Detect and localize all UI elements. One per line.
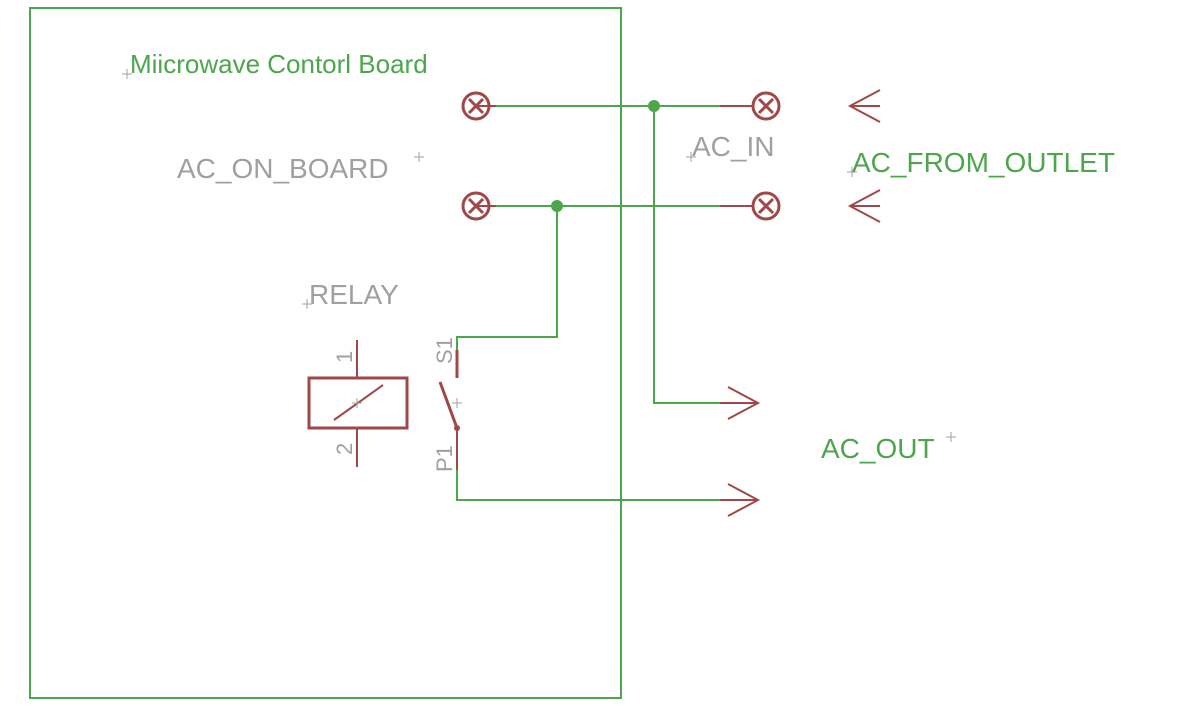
label-ac-in: AC_IN <box>692 131 774 162</box>
ac-in-connector <box>720 91 781 221</box>
label-ac-on-board: AC_ON_BOARD <box>177 153 389 184</box>
wires <box>456 105 720 501</box>
pin-label-coil-1: 1 <box>332 351 357 363</box>
label-ac-out: AC_OUT <box>821 433 935 464</box>
relay-coil <box>307 340 409 467</box>
board-outline <box>29 7 622 699</box>
wire-to-acout-upper <box>653 106 720 404</box>
relay-switch <box>438 350 462 470</box>
label-relay: RELAY <box>309 279 399 310</box>
board-title: Miicrowave Contorl Board <box>130 49 428 79</box>
wire-to-acout-lower <box>456 470 720 501</box>
junction-dot-bottom <box>551 200 563 212</box>
label-ac-out-group: AC_OUT <box>821 432 956 464</box>
label-ac-from-outlet-group: AC_FROM_OUTLET <box>847 147 1115 178</box>
label-ac-in-group: AC_IN <box>686 131 774 162</box>
ac-out-arrows <box>720 386 761 517</box>
label-ac-from-outlet: AC_FROM_OUTLET <box>852 147 1115 178</box>
wire-to-relay-s1 <box>456 206 558 350</box>
label-relay-group: RELAY <box>302 279 399 310</box>
ac-from-outlet-arrows <box>847 89 881 223</box>
terminal-pad-1 <box>461 91 491 121</box>
coil-box <box>307 376 409 430</box>
label-ac-on-board-group: AC_ON_BOARD <box>177 152 424 184</box>
board-title-group: Miicrowave Contorl Board <box>122 49 428 79</box>
ac-on-board-connector <box>461 91 496 221</box>
terminal-pad-4 <box>751 191 781 221</box>
terminal-pad-2 <box>461 191 491 221</box>
pin-label-p1: P1 <box>432 445 457 472</box>
pin-label-s1: S1 <box>432 337 457 364</box>
junction-dot-top <box>648 100 660 112</box>
pin-label-coil-2: 2 <box>332 443 357 455</box>
terminal-pad-3 <box>751 91 781 121</box>
